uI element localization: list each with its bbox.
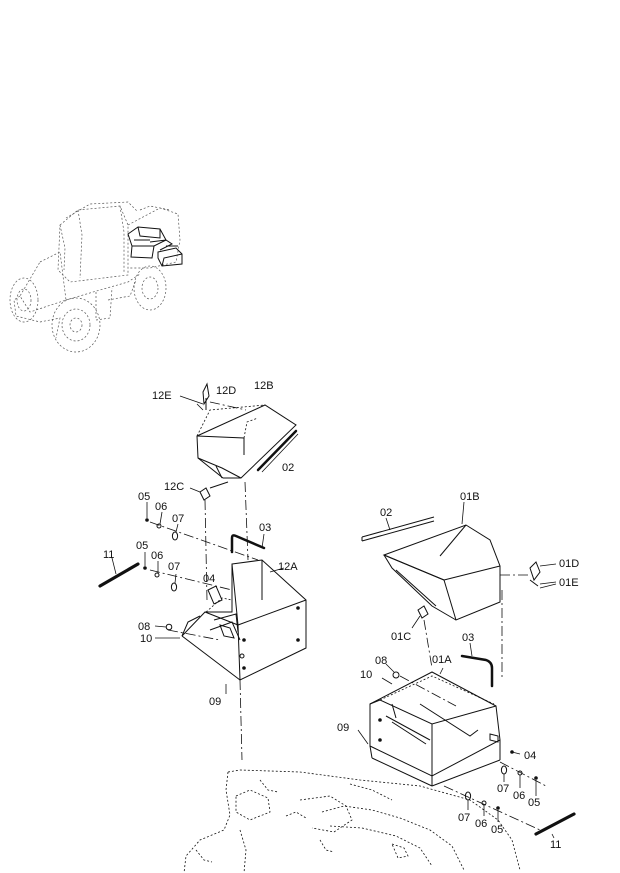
label-08-right: 08 — [375, 655, 387, 667]
box-12a — [181, 559, 307, 681]
label-07-right-lower: 07 — [458, 812, 470, 824]
label-09-right: 09 — [337, 722, 349, 734]
lid-12b — [196, 404, 297, 489]
callout-labels: 12E 12D 12B 02 12C 05 06 07 03 11 05 06 … — [103, 380, 579, 851]
label-12c: 12C — [164, 481, 184, 493]
label-12a: 12A — [278, 561, 298, 573]
label-07-right-upper: 07 — [497, 783, 509, 795]
left-toolbox-assembly — [98, 382, 307, 761]
label-03-right: 03 — [462, 632, 474, 644]
label-04-left: 04 — [203, 573, 215, 585]
box-01a — [369, 667, 501, 787]
label-10-left: 10 — [140, 633, 152, 645]
label-07-upper: 07 — [172, 513, 184, 525]
hinge-12d — [179, 382, 247, 411]
label-02-left: 02 — [282, 462, 294, 474]
label-08-left: 08 — [138, 621, 150, 633]
label-01e: 01E — [559, 577, 579, 589]
label-06-upper: 06 — [155, 501, 167, 513]
label-12d: 12D — [216, 385, 236, 397]
label-12b: 12B — [254, 380, 274, 392]
label-05-right-upper: 05 — [528, 797, 540, 809]
label-06-lower: 06 — [151, 550, 163, 562]
right-toolbox-assembly — [357, 501, 576, 839]
label-02-right: 02 — [380, 507, 392, 519]
label-12e: 12E — [152, 390, 172, 402]
label-05-upper: 05 — [138, 491, 150, 503]
label-05-lower: 05 — [136, 540, 148, 552]
label-09-left: 09 — [209, 696, 221, 708]
label-04-right: 04 — [524, 750, 536, 762]
label-03-left: 03 — [259, 522, 271, 534]
label-10-right: 10 — [360, 669, 372, 681]
lid-01b — [382, 501, 501, 621]
rod-11-left — [98, 562, 140, 588]
handle-03-right — [460, 654, 494, 688]
label-07-lower: 07 — [168, 561, 180, 573]
tractor-locator-illustration — [9, 201, 183, 353]
label-11-right: 11 — [550, 839, 561, 851]
label-01b: 01B — [460, 491, 480, 503]
label-01c: 01C — [391, 631, 411, 643]
handle-03-left — [230, 534, 266, 554]
label-05-right-lower: 05 — [491, 824, 503, 836]
label-01d: 01D — [559, 558, 579, 570]
label-06-right-upper: 06 — [513, 790, 525, 802]
toolbox-highlight — [127, 226, 183, 267]
label-06-right-lower: 06 — [475, 818, 487, 830]
label-01a: 01A — [432, 654, 452, 666]
tractor-frame-base — [183, 769, 521, 873]
seal-strip-02-left — [256, 429, 298, 472]
label-11-left: 11 — [103, 549, 114, 561]
rod-11-right — [534, 812, 576, 836]
